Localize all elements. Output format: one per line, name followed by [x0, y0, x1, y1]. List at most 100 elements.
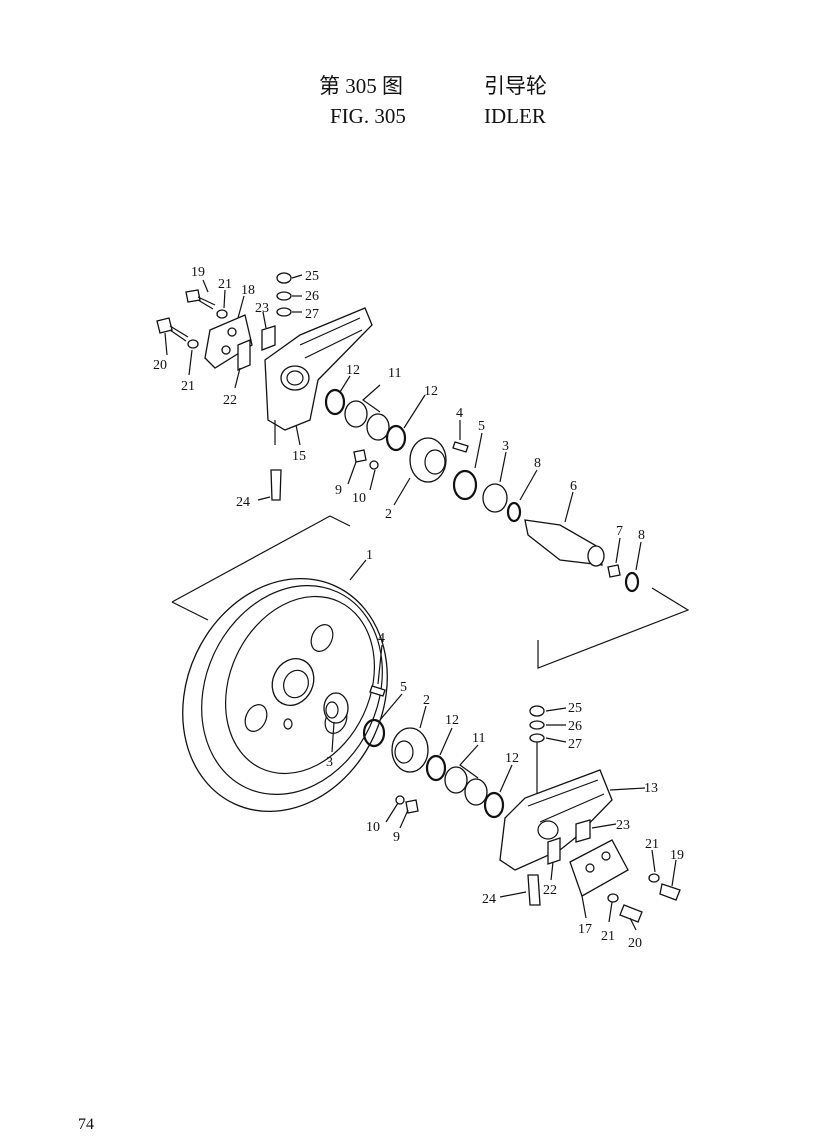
callout-6: 6	[570, 479, 577, 494]
callout-18: 18	[241, 283, 255, 298]
floating-seal-11-a	[344, 400, 368, 428]
bushing-3-lower	[323, 692, 349, 724]
bolt-20-lower	[619, 904, 643, 923]
part-name-en: IDLER	[484, 104, 546, 128]
callout-4-upper: 4	[456, 406, 463, 421]
callout-3-upper: 3	[502, 439, 509, 454]
plug-7	[607, 564, 621, 578]
figure-number-cn: 第 305 图	[319, 74, 403, 98]
callout-19-upper: 19	[191, 265, 205, 280]
bolt-9-lower	[405, 799, 419, 814]
washer-21-right	[648, 873, 660, 883]
callout-19-lower: 19	[670, 848, 684, 863]
callout-9-lower: 9	[393, 830, 400, 845]
callout-labels-lower: 1 4 5 2 12 11 12 3 25 26 27 13 23 21 19 …	[326, 548, 684, 951]
callout-3-lower: 3	[326, 755, 333, 770]
callout-5-lower: 5	[400, 680, 407, 695]
washer-21-bottom	[607, 893, 619, 903]
pin-4-lower	[369, 685, 386, 697]
o-ring-12-c	[425, 754, 447, 782]
callout-17: 17	[578, 922, 592, 937]
shim-23-upper	[261, 325, 276, 351]
callout-12-upper-a: 12	[346, 363, 360, 378]
washer-27-upper	[276, 307, 292, 317]
upper-assembly	[156, 272, 640, 593]
bracket-plate-17	[569, 839, 629, 897]
callout-25-lower: 25	[568, 701, 582, 716]
leader-lines	[164, 274, 677, 931]
callout-21-lower-b: 21	[601, 929, 615, 944]
callout-23-lower: 23	[616, 818, 630, 833]
washer-10-lower	[395, 795, 405, 805]
callout-8-upper-a: 8	[534, 456, 541, 471]
nut-25-lower	[529, 705, 545, 717]
callout-8-upper-b: 8	[638, 528, 645, 543]
callout-22-upper: 22	[223, 393, 237, 408]
callout-21-upper-a: 21	[218, 277, 232, 292]
callout-9-upper: 9	[335, 483, 342, 498]
callout-11-lower: 11	[472, 731, 485, 746]
callout-5-upper: 5	[478, 419, 485, 434]
callout-2-lower: 2	[423, 693, 430, 708]
callout-12-lower-b: 12	[505, 751, 519, 766]
callout-7: 7	[616, 524, 623, 539]
callout-20-upper: 20	[153, 358, 167, 373]
callout-15: 15	[292, 449, 306, 464]
callout-21-upper-b: 21	[181, 379, 195, 394]
callout-22-lower: 22	[543, 883, 557, 898]
callout-1: 1	[366, 548, 373, 563]
callout-24-upper: 24	[236, 495, 250, 510]
shim-22-upper	[237, 339, 251, 371]
shim-23-lower	[575, 819, 591, 843]
o-ring-8-a	[506, 501, 522, 523]
shim-22-lower	[547, 837, 561, 865]
figure-number-en: FIG. 305	[330, 104, 406, 128]
callout-13: 13	[644, 781, 658, 796]
floating-seal-11-b	[366, 413, 390, 441]
bolt-9-upper	[353, 449, 367, 463]
o-ring-12-b	[385, 424, 407, 452]
pin-24-lower	[527, 874, 541, 906]
page-number: 74	[78, 1116, 94, 1133]
shaft-6	[524, 519, 603, 566]
callout-20-lower: 20	[628, 936, 642, 951]
washer-21-left	[187, 339, 199, 349]
o-ring-8-b	[624, 571, 640, 593]
bushing-3-upper	[482, 483, 508, 513]
callout-26-upper: 26	[305, 289, 319, 304]
retainer-2-lower	[391, 727, 429, 773]
bolt-19	[185, 289, 201, 303]
part-name-cn: 引导轮	[484, 74, 547, 98]
callout-12-upper-b: 12	[424, 384, 438, 399]
bolt-20	[156, 317, 173, 334]
callout-10-upper: 10	[352, 491, 366, 506]
support-13	[499, 769, 613, 871]
washer-27-lower	[529, 733, 545, 743]
callout-24-lower: 24	[482, 892, 496, 907]
callout-labels-upper: 19 21 18 23 25 26 27 20 21 22 12 11 12 1…	[153, 265, 645, 543]
washer-21-upper	[216, 309, 228, 319]
callout-26-lower: 26	[568, 719, 582, 734]
o-ring-12-d	[483, 791, 505, 819]
callout-10-lower: 10	[366, 820, 380, 835]
callout-27-lower: 27	[568, 737, 582, 752]
callout-25-upper: 25	[305, 269, 319, 284]
callout-12-lower-a: 12	[445, 713, 459, 728]
washer-10-upper	[369, 460, 379, 470]
o-ring-5-upper	[452, 469, 478, 501]
lower-assembly	[362, 705, 681, 923]
washer-26-upper	[276, 291, 292, 301]
callout-23-upper: 23	[255, 301, 269, 316]
o-ring-5-lower	[362, 718, 386, 748]
o-ring-12-a	[324, 388, 346, 416]
floating-seal-11-d	[464, 778, 488, 806]
nut-25-upper	[276, 272, 292, 284]
pin-4-upper	[452, 441, 469, 453]
callout-2-upper: 2	[385, 507, 392, 522]
callout-27-upper: 27	[305, 307, 319, 322]
callout-4-lower: 4	[378, 631, 385, 646]
pin-24-upper	[270, 469, 282, 501]
washer-26-lower	[529, 720, 545, 730]
floating-seal-11-c	[444, 766, 468, 794]
idler-wheel-1	[171, 515, 690, 813]
